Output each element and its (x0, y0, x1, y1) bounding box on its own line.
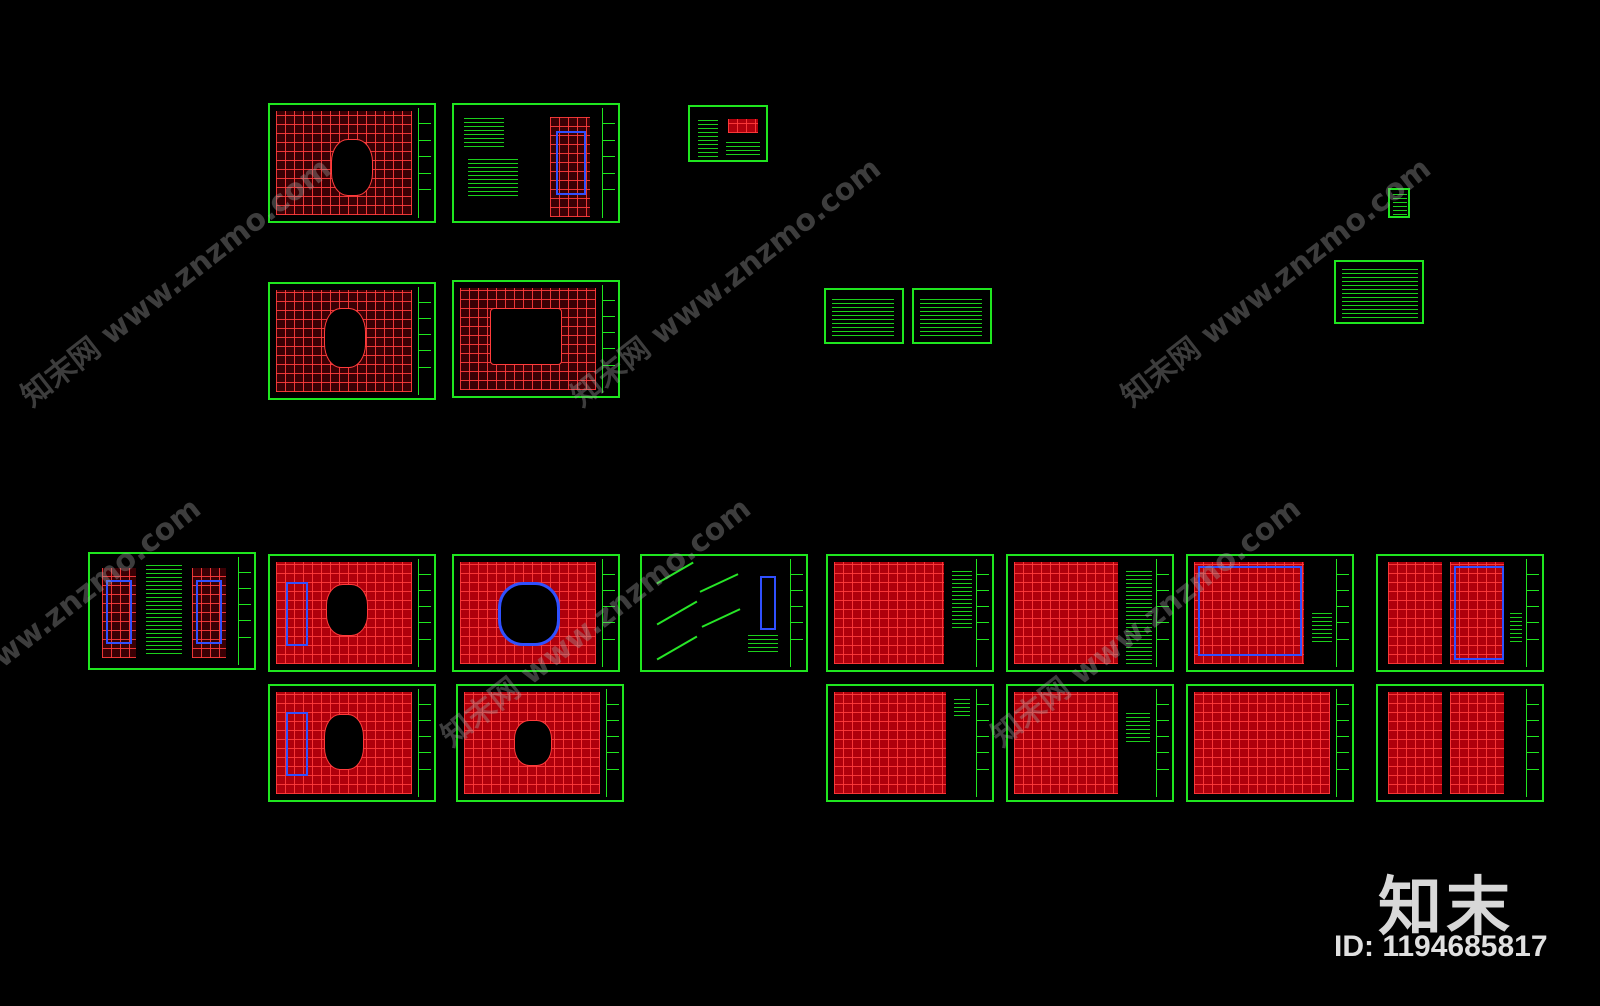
drawing-sheet (268, 282, 436, 400)
drawing-sheet (456, 684, 624, 802)
drawing-sheet (1376, 684, 1544, 802)
drawing-sheet (826, 684, 994, 802)
drawing-sheet (1186, 554, 1354, 672)
drawing-sheet (268, 103, 436, 223)
drawing-sheet (452, 554, 620, 672)
brand-logo: 知末 (1378, 871, 1514, 945)
drawing-sheet (268, 554, 436, 672)
drawing-sheet (826, 554, 994, 672)
drawing-sheet (1186, 684, 1354, 802)
drawing-sheet (88, 552, 256, 670)
drawing-sheet (452, 103, 620, 223)
drawing-sheet (640, 554, 808, 672)
drawing-sheet (1388, 188, 1410, 218)
drawing-sheet (1334, 260, 1424, 324)
drawing-sheet (268, 684, 436, 802)
drawing-sheet (688, 105, 768, 162)
drawing-sheet (824, 288, 904, 344)
drawing-sheet (452, 280, 620, 398)
drawing-sheet (912, 288, 992, 344)
drawing-sheet (1006, 554, 1174, 672)
drawing-sheet (1006, 684, 1174, 802)
image-id-label: ID: 1194685817 (1334, 930, 1548, 963)
drawing-sheet (1376, 554, 1544, 672)
